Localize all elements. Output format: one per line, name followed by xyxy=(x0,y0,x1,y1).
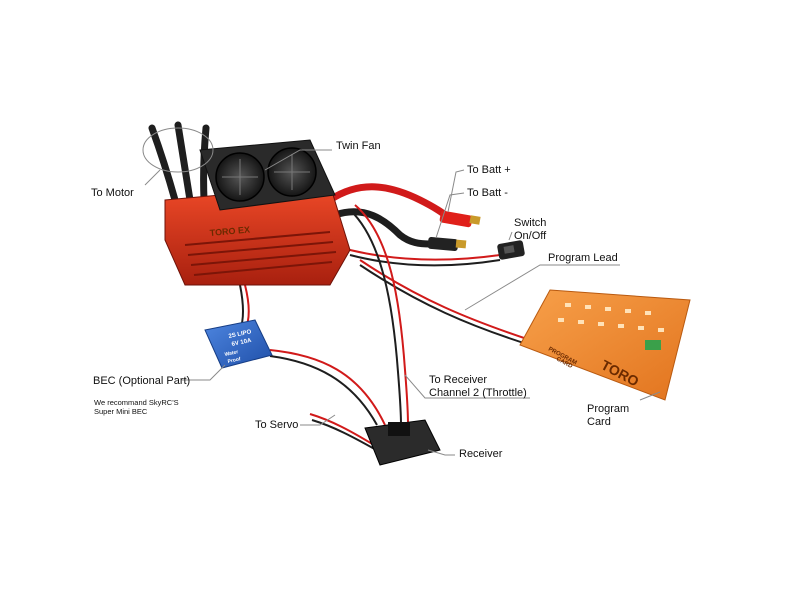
receiver-module xyxy=(364,419,441,466)
label-twin-fan: Twin Fan xyxy=(336,140,381,152)
batt-minus-connector xyxy=(427,236,459,252)
esc-fins xyxy=(184,231,337,276)
program-lead-black xyxy=(359,264,531,346)
receiver-lead-black xyxy=(349,209,402,426)
leader-twin-fan xyxy=(264,149,332,171)
bec-receiver-red xyxy=(269,349,386,426)
label-to-servo: To Servo xyxy=(255,419,298,431)
card-leds xyxy=(558,303,664,332)
leader-switch xyxy=(508,231,513,241)
label-bec-note-1: We recommand SkyRC'S xyxy=(94,398,179,407)
label-program-card-2: Card xyxy=(587,416,611,428)
label-to-batt-minus: To Batt - xyxy=(467,187,508,199)
motor-highlight-circle xyxy=(142,127,214,173)
batt-plus-connector xyxy=(439,210,473,228)
label-bec: BEC (Optional Part) xyxy=(93,375,190,387)
bec-text-2: 6V 10A xyxy=(231,338,252,348)
leader-bec xyxy=(182,364,226,381)
bec-module: 2S LIPO 6V 10A Water Proof xyxy=(204,319,273,369)
leader-receiver xyxy=(427,449,455,456)
label-to-receiver-2: Channel 2 (Throttle) xyxy=(429,387,527,399)
label-program-card-1: Program xyxy=(587,403,629,415)
leader-program-card xyxy=(639,391,661,401)
battery-wire-black xyxy=(331,208,434,248)
label-switch-2: On/Off xyxy=(514,230,547,242)
label-switch-1: Switch xyxy=(514,217,546,229)
leader-program-lead xyxy=(464,264,620,311)
bec-body xyxy=(204,319,273,369)
label-receiver: Receiver xyxy=(459,448,503,460)
wires xyxy=(148,121,531,456)
program-card: TORO PROGRAM CARD xyxy=(519,289,691,401)
label-to-batt-plus: To Batt + xyxy=(467,164,511,176)
leader-to-motor xyxy=(144,169,161,186)
label-program-lead: Program Lead xyxy=(548,252,618,264)
bec-text-4: Proof xyxy=(227,356,241,365)
label-to-motor: To Motor xyxy=(91,187,134,199)
bec-receiver-black xyxy=(269,355,378,426)
bec-text-1: 2S LIPO xyxy=(228,329,252,340)
leader-to-servo xyxy=(300,414,336,426)
motor-wire-1 xyxy=(148,124,179,204)
bec-text-3: Water xyxy=(224,349,239,358)
switch-wire-black xyxy=(349,254,501,267)
motor-wire-2 xyxy=(174,121,194,204)
esc-brand-text: TORO EX xyxy=(209,225,250,238)
label-bec-note-2: Super Mini BEC xyxy=(94,407,148,416)
label-to-receiver-1: To Receiver xyxy=(429,374,487,386)
leader-lines xyxy=(144,149,661,456)
program-card-body xyxy=(519,289,691,401)
labels: Twin Fan To Motor To Batt + To Batt - Sw… xyxy=(91,140,629,460)
leader-batt-minus xyxy=(435,192,465,239)
program-lead-red xyxy=(359,259,531,341)
leader-batt-plus xyxy=(447,169,465,213)
battery-connectors xyxy=(427,210,481,252)
switch-on-off xyxy=(497,240,525,260)
leader-to-receiver xyxy=(404,374,530,399)
switch-wire-red xyxy=(349,249,501,261)
esc-controller: TORO EX xyxy=(164,139,351,286)
receiver-lead-red xyxy=(354,204,409,426)
